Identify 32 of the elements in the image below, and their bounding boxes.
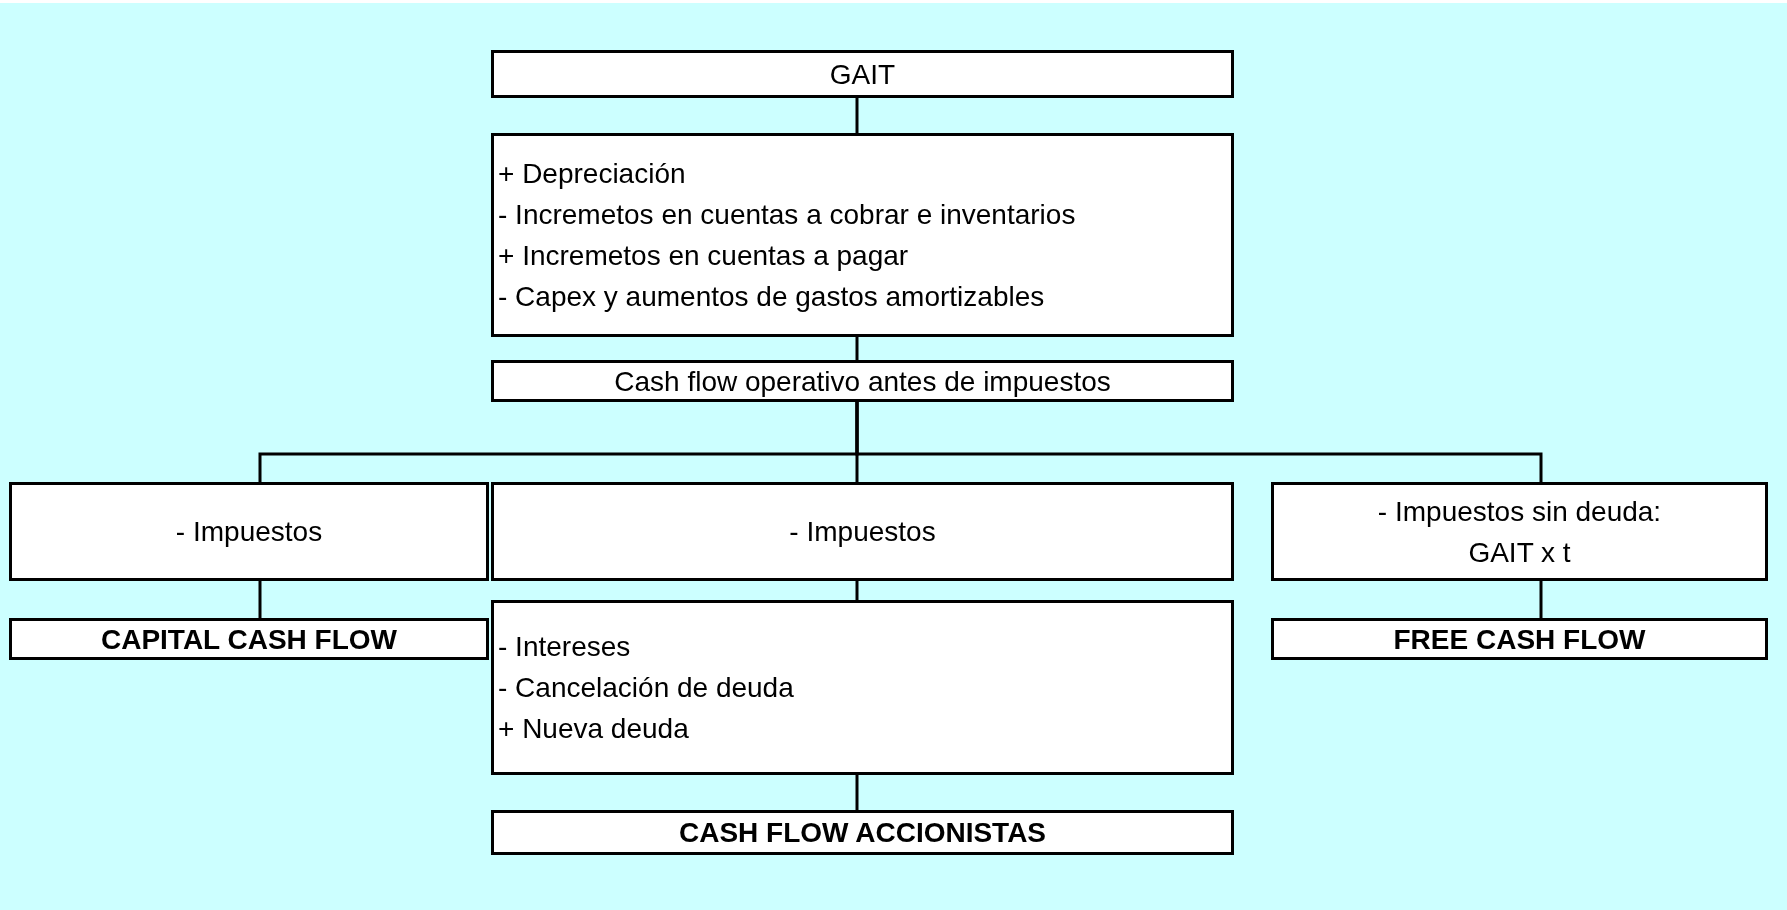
box-text: GAIT [829,57,896,92]
box-text: - Impuestos [789,515,936,549]
adjustments-box [491,600,1234,775]
box-text: CAPITAL CASH FLOW [100,622,398,657]
connector-line [855,581,859,600]
connector-line [258,581,262,618]
box-text: CASH FLOW ACCIONISTAS [678,816,1047,850]
box-text: - Impuestos sin deuda: GAIT x t [1376,494,1663,570]
process-box [491,360,1234,402]
box-text: + Nueva deuda [498,712,689,746]
box-text: - Cancelación de deuda [498,671,794,705]
box-text: - Impuestos [175,515,323,549]
box-text: - Intereses [498,630,631,664]
process-box [491,482,1234,581]
box-text: + Incremetos en cuentas a pagar [498,239,909,273]
connector-line [855,402,1543,482]
connector-line [1539,581,1543,618]
connector-line [855,775,859,810]
box-text: - Capex y aumentos de gastos amortizables [498,280,1045,314]
box-text: - Incremetos en cuentas a cobrar e inventarios [498,198,1076,232]
box-text: + Depreciación [498,157,686,191]
adjustments-box [491,133,1234,337]
result-box [9,618,489,660]
process-box [491,50,1234,98]
connector-line [855,337,859,360]
box-text: Cash flow operativo antes de impuestos [614,364,1111,399]
connector-line [855,98,859,133]
box-text: FREE CASH FLOW [1393,622,1646,657]
result-box [1271,618,1768,660]
result-box [491,810,1234,855]
process-box [9,482,489,581]
process-box [1271,482,1768,581]
